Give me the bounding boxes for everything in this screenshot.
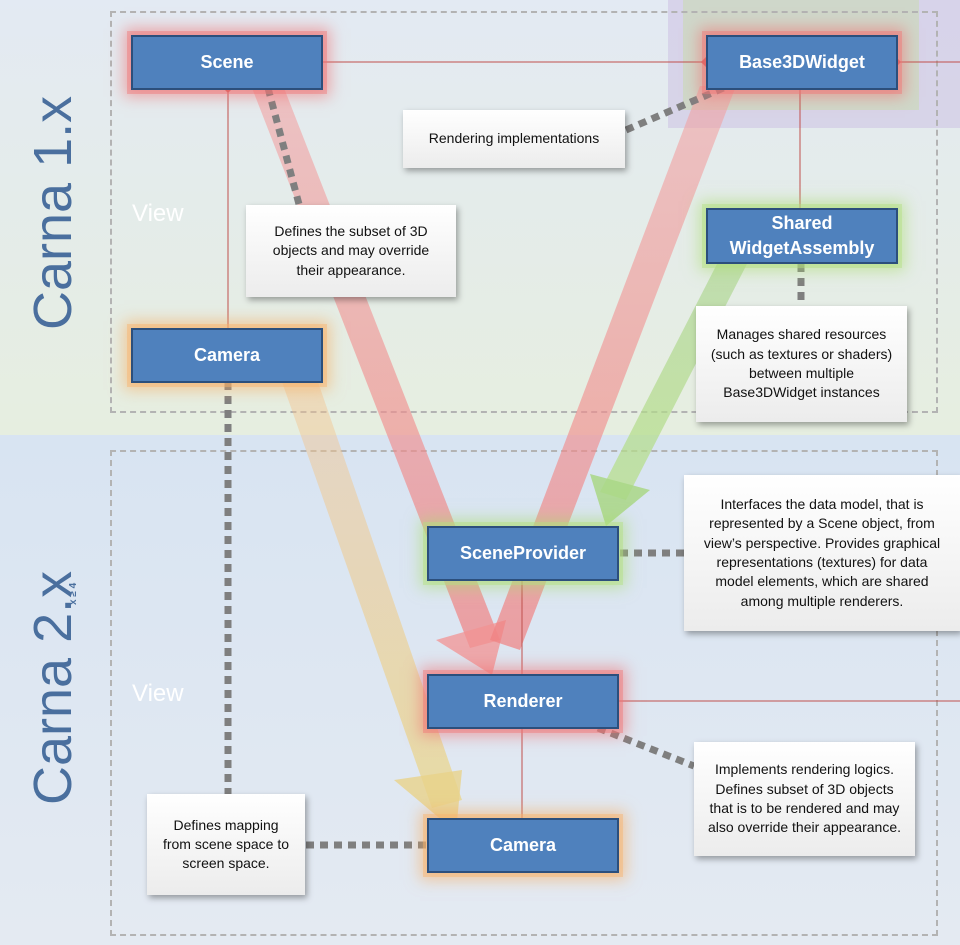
defines-subset-note: Defines the subset of 3D objects and may… bbox=[246, 205, 456, 297]
migration-arrow-base3dwidget-to-renderer bbox=[490, 86, 736, 650]
base3dwidget-box[interactable]: Base3DWidget bbox=[706, 35, 898, 90]
rendering-implementations-note: Rendering implementations bbox=[403, 110, 625, 168]
scene-box[interactable]: Scene bbox=[131, 35, 323, 90]
view-label-top: View bbox=[132, 200, 184, 227]
view-label-bottom: View bbox=[132, 680, 184, 707]
carna-1x-frame bbox=[110, 11, 938, 413]
renderer-box[interactable]: Renderer bbox=[427, 674, 619, 729]
carna-2x-frame bbox=[110, 450, 938, 936]
camera-box-bottom[interactable]: Camera bbox=[427, 818, 619, 873]
interfaces-data-model-note: Interfaces the data model, that is repre… bbox=[684, 475, 960, 631]
implements-rendering-note: Implements rendering logics. Defines sub… bbox=[694, 742, 915, 856]
manages-shared-resources-note: Manages shared resources (such as textur… bbox=[696, 306, 907, 422]
defines-mapping-note: Defines mapping from scene space to scre… bbox=[147, 794, 305, 895]
shared-widget-assembly-box[interactable]: Shared WidgetAssembly bbox=[706, 208, 898, 264]
camera-box-top[interactable]: Camera bbox=[131, 328, 323, 383]
scene-provider-box[interactable]: SceneProvider bbox=[427, 526, 619, 581]
migration-arrow-camera-to-camera bbox=[282, 382, 462, 832]
